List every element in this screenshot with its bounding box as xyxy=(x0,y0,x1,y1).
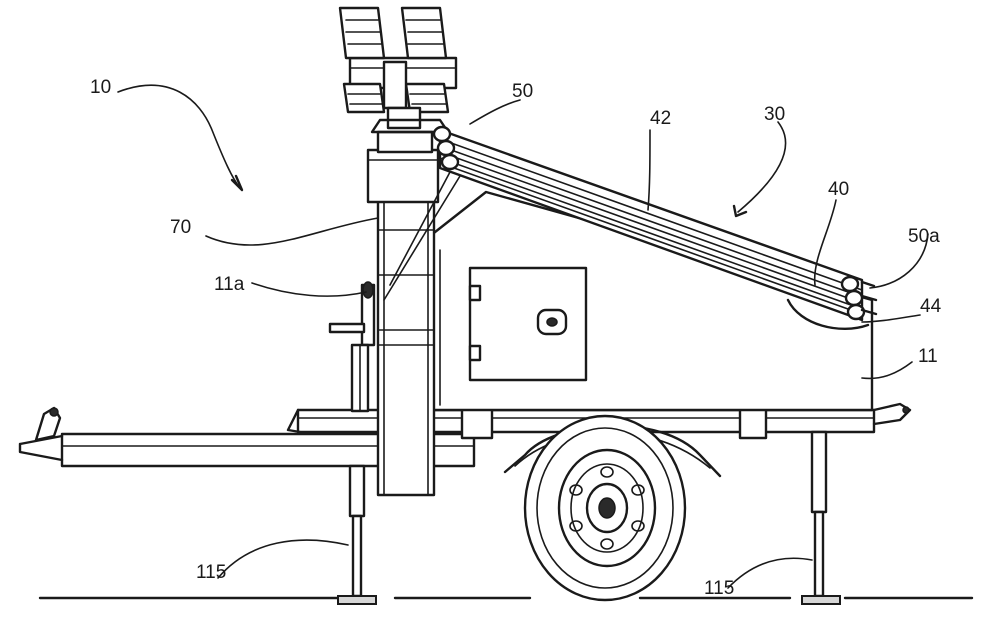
access-door xyxy=(470,268,586,380)
boom-end-fittings xyxy=(842,277,876,319)
label-10: 10 xyxy=(90,77,111,98)
stabilizer-jack-right xyxy=(802,432,840,604)
label-115-left: 115 xyxy=(196,562,226,583)
mast-side-strut xyxy=(330,282,374,411)
label-11a: 11a xyxy=(214,274,245,295)
telescoping-mast xyxy=(368,132,438,495)
label-115-right: 115 xyxy=(704,578,734,599)
label-50: 50 xyxy=(512,81,533,102)
stabilizer-jack-left xyxy=(338,466,376,604)
light-fixture-assembly xyxy=(340,8,456,132)
label-11: 11 xyxy=(918,346,938,367)
label-44: 44 xyxy=(920,296,942,317)
label-50a: 50a xyxy=(908,226,940,247)
label-40: 40 xyxy=(828,179,849,200)
label-70: 70 xyxy=(170,217,191,238)
label-30: 30 xyxy=(764,104,785,125)
trailer-wheel xyxy=(525,416,685,600)
label-42: 42 xyxy=(650,108,671,129)
